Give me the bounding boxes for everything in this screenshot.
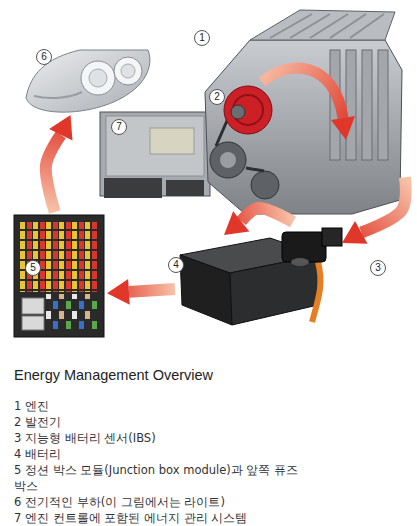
- arrow-body: [241, 208, 293, 222]
- battery: 4: [175, 235, 315, 325]
- intake-runner: [346, 50, 356, 160]
- headlight: 6: [25, 45, 155, 115]
- intake-runner: [378, 50, 388, 160]
- engine-pulley-hub: [220, 152, 236, 168]
- engine-head-cover: [250, 10, 395, 40]
- arrow-body: [129, 289, 175, 292]
- engine-control-unit: 7: [95, 105, 215, 200]
- engine-block: [205, 40, 402, 214]
- headlight-lens: [81, 61, 115, 95]
- arrow-head: [342, 221, 368, 244]
- headlight-lens: [114, 57, 142, 85]
- ecu-cover: [106, 116, 204, 176]
- arrow-body: [46, 135, 61, 212]
- engine: 12: [185, 5, 405, 215]
- callout-number: 7: [111, 119, 127, 135]
- headlight-lens-inner: [89, 69, 107, 87]
- fuse-grid: [20, 222, 98, 292]
- part-list-item: 3 지능형 배터리 센서(IBS): [14, 430, 299, 446]
- part-list-item: 4 배터리: [14, 446, 299, 462]
- headlight-lens-inner: [121, 64, 135, 78]
- callout-number: 3: [370, 260, 386, 276]
- battery-front: [180, 255, 232, 325]
- battery-sensor: 3: [272, 222, 342, 282]
- fuse-grid: [46, 294, 98, 330]
- ecu-sticker: [150, 128, 194, 154]
- relay: [22, 316, 44, 330]
- energy-flow-arrow: [224, 208, 293, 235]
- energy-flow-arrow: [342, 177, 406, 244]
- callout-number: 2: [209, 89, 225, 105]
- intake-runner: [362, 50, 372, 160]
- energy-flow-arrow: [46, 115, 73, 212]
- ibs-cable: [312, 262, 320, 322]
- ibs-clamp: [282, 232, 326, 262]
- alternator-body: [224, 86, 272, 134]
- callout-number: 6: [36, 49, 52, 65]
- ibs-terminal: [291, 258, 309, 266]
- part-list-item: 6 전기적인 부하(이 그림에서는 라이트): [14, 494, 299, 510]
- headlight-housing: [26, 50, 150, 112]
- arrow-head: [107, 279, 130, 305]
- parts-list: 1 엔진2 발전기3 지능형 배터리 센서(IBS)4 배터리5 정션 박스 모…: [14, 398, 299, 526]
- part-list-item: 1 엔진: [14, 398, 299, 414]
- rotation-arrow-head: [331, 116, 355, 140]
- headlight-strip: [34, 92, 82, 98]
- ecu-connector: [166, 180, 204, 196]
- arrow-body: [361, 177, 405, 232]
- engine-pulley: [210, 142, 246, 178]
- ecu-connector: [104, 178, 162, 198]
- arrow-head: [49, 115, 72, 140]
- alternator-pulley: [231, 105, 245, 119]
- callout-number: 5: [25, 260, 41, 276]
- engine-cover-ribs: [270, 14, 384, 38]
- part-list-item: 2 발전기: [14, 414, 299, 430]
- callout-number: 1: [194, 30, 210, 46]
- caption: Energy Management Overview: [14, 367, 213, 383]
- battery-side: [230, 255, 320, 325]
- junction-box-case: [14, 215, 104, 337]
- alternator: 2: [225, 84, 273, 138]
- energy-flow-arrow: [107, 279, 175, 305]
- junction-box: 5: [12, 212, 107, 337]
- arrow-head: [224, 211, 249, 235]
- rotation-arrow: [262, 68, 343, 118]
- ibs-sensor: [322, 228, 342, 246]
- part-list-item: 7 엔진 컨트롤에 포함된 에너지 관리 시스템: [14, 510, 299, 526]
- part-list-item: 5 정션 박스 모듈(Junction box module)과 앞쪽 퓨즈 박…: [14, 462, 299, 494]
- relay: [22, 298, 44, 314]
- engine-pulley: [251, 171, 279, 199]
- callout-number: 4: [168, 257, 184, 273]
